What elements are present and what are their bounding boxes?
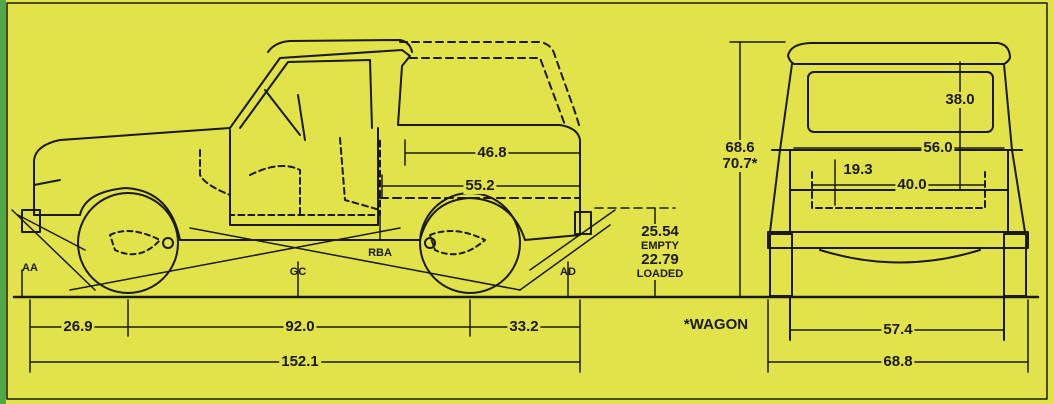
empty-label: EMPTY <box>641 240 679 252</box>
wheelhouse-height-label: 19.3 <box>841 161 875 178</box>
opening-height-label: 38.0 <box>943 91 977 108</box>
wheelbase-label: 92.0 <box>283 318 317 335</box>
departure-angle-label: AD <box>560 266 576 278</box>
side-dimension-lines <box>21 139 676 373</box>
track-label: 57.4 <box>881 321 915 338</box>
side-view-vehicle <box>21 39 592 241</box>
cargo-length-top-label: 46.8 <box>475 144 509 161</box>
frame-height-empty: 25.54 <box>641 223 679 240</box>
overall-height-wagon-label: 70.7* <box>722 155 758 172</box>
seat-outline <box>199 139 381 216</box>
frame-height-loaded: 22.79 <box>641 251 679 268</box>
ground-clearance-label: GC <box>289 266 307 278</box>
overall-height-label: 68.6 <box>725 139 755 156</box>
frame-height-block: 25.54 EMPTY 22.79 LOADED <box>634 223 686 280</box>
ramp-breakover-label: RBA <box>368 247 392 259</box>
frame-border <box>6 2 1048 400</box>
approach-angle-label: AA <box>22 262 38 274</box>
overall-width-label: 68.8 <box>881 353 915 370</box>
front-overhang-label: 26.9 <box>61 318 95 335</box>
rear-view-vehicle <box>767 42 1029 341</box>
cargo-width-label: 56.0 <box>921 139 955 156</box>
front-wheel <box>77 192 179 294</box>
overall-length-label: 152.1 <box>279 353 321 370</box>
overall-height-block: 68.6 70.7* <box>720 139 760 172</box>
between-wheelhouses-label: 40.0 <box>895 176 929 193</box>
wagon-footnote: *WAGON <box>681 316 751 333</box>
edge-strip <box>0 0 6 404</box>
rear-overhang-label: 33.2 <box>507 318 541 335</box>
loaded-label: LOADED <box>636 268 684 280</box>
wheelhouse-outline <box>811 171 986 209</box>
cargo-length-bottom-label: 55.2 <box>463 177 497 194</box>
wagon-roof-outline <box>399 41 581 129</box>
